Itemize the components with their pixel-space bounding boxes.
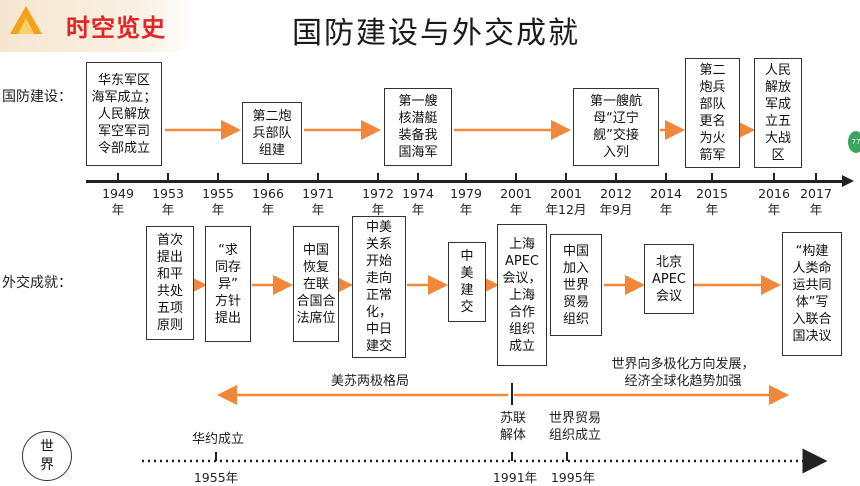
year-tick-mark: [515, 173, 517, 181]
timeline-arrow-icon: [842, 175, 854, 187]
year-tick-mark: [377, 173, 379, 181]
year-tick-mark: [665, 173, 667, 181]
diplomacy-event-1971: 中国 恢复 在联 合国合 法席位: [293, 226, 339, 342]
world-year-1991: 1991年: [492, 470, 538, 485]
diplomacy-event-1953: 首次 提出 和平 共处 五项 原则: [146, 226, 194, 340]
badge-title: 时空览史: [66, 14, 166, 42]
year-tick-mark: [117, 173, 119, 181]
defense-event-1966: 第二炮 兵部队 组建: [242, 102, 302, 164]
world-event-ussr-dissolution: 苏联 解体: [499, 411, 526, 443]
year-tick-mark: [217, 173, 219, 181]
year-tick-mark: [317, 173, 319, 181]
year-tick-mark: [565, 173, 567, 181]
world-event-warsaw-pact: 华约成立: [191, 432, 244, 447]
year-tick-mark: [267, 173, 269, 181]
floating-badge-icon[interactable]: 77: [848, 131, 860, 153]
world-year-1955: 1955年: [193, 470, 239, 485]
diplomacy-event-1979: 中 美 建 交: [448, 242, 486, 322]
year-tick-mark: [773, 173, 775, 181]
defense-event-2015: 第二 炮兵 部队 更名 为火 箭军: [685, 58, 740, 168]
year-tick-mark: [167, 173, 169, 181]
defense-event-2012: 第一艘航 母“辽宁 舰”交接 入列: [573, 88, 659, 166]
diplomacy-event-1955: “求 同存 异” 方针 提出: [205, 226, 251, 342]
defense-event-2016: 人民 解放 军成 立五 大战 区: [754, 58, 802, 168]
diplomacy-event-2001-12: 中国 加入 世界 贸易 组织: [550, 234, 602, 336]
year-tick-mark: [815, 173, 817, 181]
page-title: 国防建设与外交成就: [292, 16, 580, 51]
defense-event-1974: 第一艘 核潜艇 装备我 国海军: [384, 88, 452, 166]
diplomacy-event-2001: 上海 APEC 会议， 上海 合作 组织 成立: [497, 224, 547, 366]
main-timeline: [86, 180, 846, 183]
world-year-1995: 1995年: [550, 470, 596, 485]
diplomacy-event-2017: “构建 人类命 运共同 体”写 入联合 国决议: [782, 232, 842, 356]
era-multipolar: 世界向多极化方向发展， 经济全球化趋势加强: [611, 357, 755, 389]
year-tick-mark: [417, 173, 419, 181]
era-bipolar: 美苏两极格局: [330, 374, 409, 389]
year-tick-mark: [465, 173, 467, 181]
diplomacy-event-2014: 北京 APEC 会议: [644, 244, 694, 314]
header-badge: 时空览史: [0, 0, 198, 52]
world-label: 世 界: [22, 431, 72, 481]
diplomacy-event-1972: 中美 关系 开始 走向 正常 化， 中日 建交: [352, 216, 406, 358]
year-tick-mark: [711, 173, 713, 181]
defense-event-1949: 华东军区 海军成立； 人民解放 军空军司 令部成立: [86, 62, 162, 166]
year-tick-mark: [615, 173, 617, 181]
world-event-wto: 世界贸易 组织成立: [548, 411, 601, 443]
pyramid-icon-highlight: [18, 18, 34, 34]
diplomacy-label: 外交成就：: [2, 275, 72, 291]
defense-label: 国防建设：: [2, 89, 72, 105]
